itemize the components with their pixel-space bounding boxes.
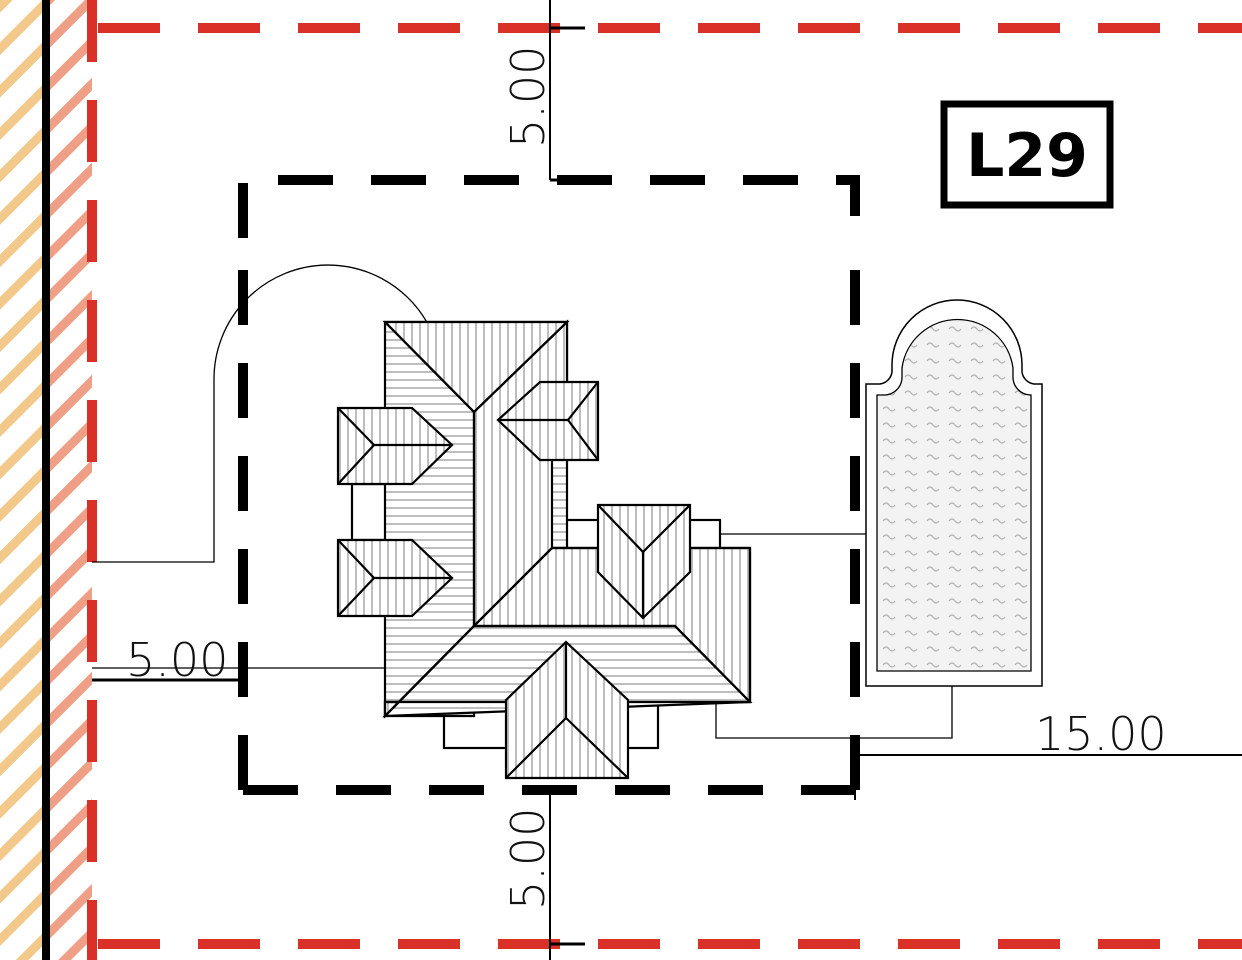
front-setback-label: 5.00 (501, 46, 555, 148)
lot-label: L29 (966, 121, 1088, 191)
easement-hatch-strip (50, 0, 92, 960)
right-setback-label: 15.00 (1035, 707, 1167, 761)
rear-setback-label: 5.00 (501, 808, 555, 910)
house-roof-plan (336, 319, 753, 780)
rear-setback-dimension (549, 790, 585, 960)
left-setback-dimension (92, 667, 385, 682)
front-setback-dimension (549, 0, 585, 182)
lot-label-box (940, 100, 1114, 209)
swimming-pool (876, 318, 1032, 672)
left-setback-label: 5.00 (126, 633, 228, 687)
road-hatch-strip (0, 0, 42, 960)
lot-boundary (87, 0, 1242, 960)
